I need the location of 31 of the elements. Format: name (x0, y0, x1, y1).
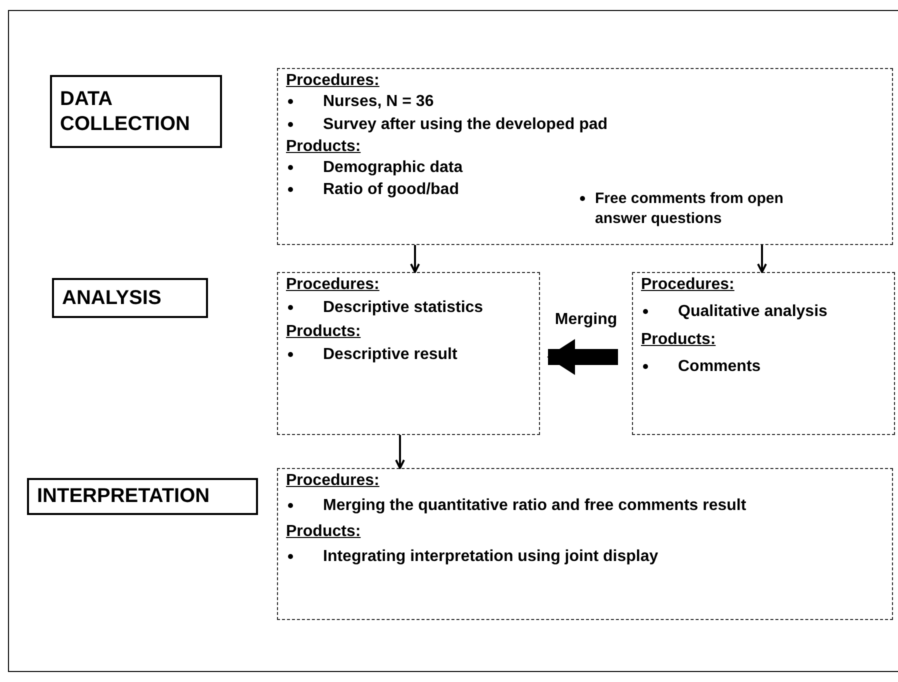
bullet-text: Descriptive statistics (323, 298, 484, 318)
section-heading: Products: (641, 330, 717, 349)
dashed-process-box (632, 272, 895, 435)
bullet-text: Free comments from open answer questions (595, 189, 784, 228)
bullet-text: Descriptive result (323, 344, 458, 365)
section-heading: Procedures: (286, 472, 380, 490)
arrow (410, 245, 420, 273)
bullet-text: Merging the quantitative ratio and free comments result (323, 496, 746, 516)
thick-arrow (547, 339, 618, 375)
dashed-process-box (277, 468, 893, 620)
section-heading: Products: (286, 322, 362, 341)
bullet-text: Comments (678, 356, 761, 377)
section-heading: Procedures: (286, 276, 380, 294)
section-heading: Procedures: (286, 72, 380, 90)
bullet-text: Survey after using the developed pad (323, 114, 608, 135)
bullet-text: Integrating interpretation using joint display (323, 546, 658, 567)
dashed-process-box (277, 272, 540, 435)
bullet-text: Demographic data (323, 158, 463, 178)
section-heading: Products: (286, 138, 362, 156)
arrow (395, 435, 405, 469)
stage-label-box: DATA COLLECTION (50, 75, 222, 148)
bullet-text: Ratio of good/bad (323, 180, 459, 200)
bullet-text: Nurses, N = 36 (323, 92, 434, 112)
section-heading: Procedures: (641, 276, 736, 294)
dashed-process-box (277, 68, 893, 245)
section-heading: Products: (286, 522, 362, 541)
stage-label-box: ANALYSIS (52, 278, 208, 318)
arrow (757, 245, 767, 273)
edge-label: Merging (554, 311, 618, 329)
stage-label-box: INTERPRETATION (27, 478, 258, 515)
bullet-text: Qualitative analysis (678, 302, 828, 322)
